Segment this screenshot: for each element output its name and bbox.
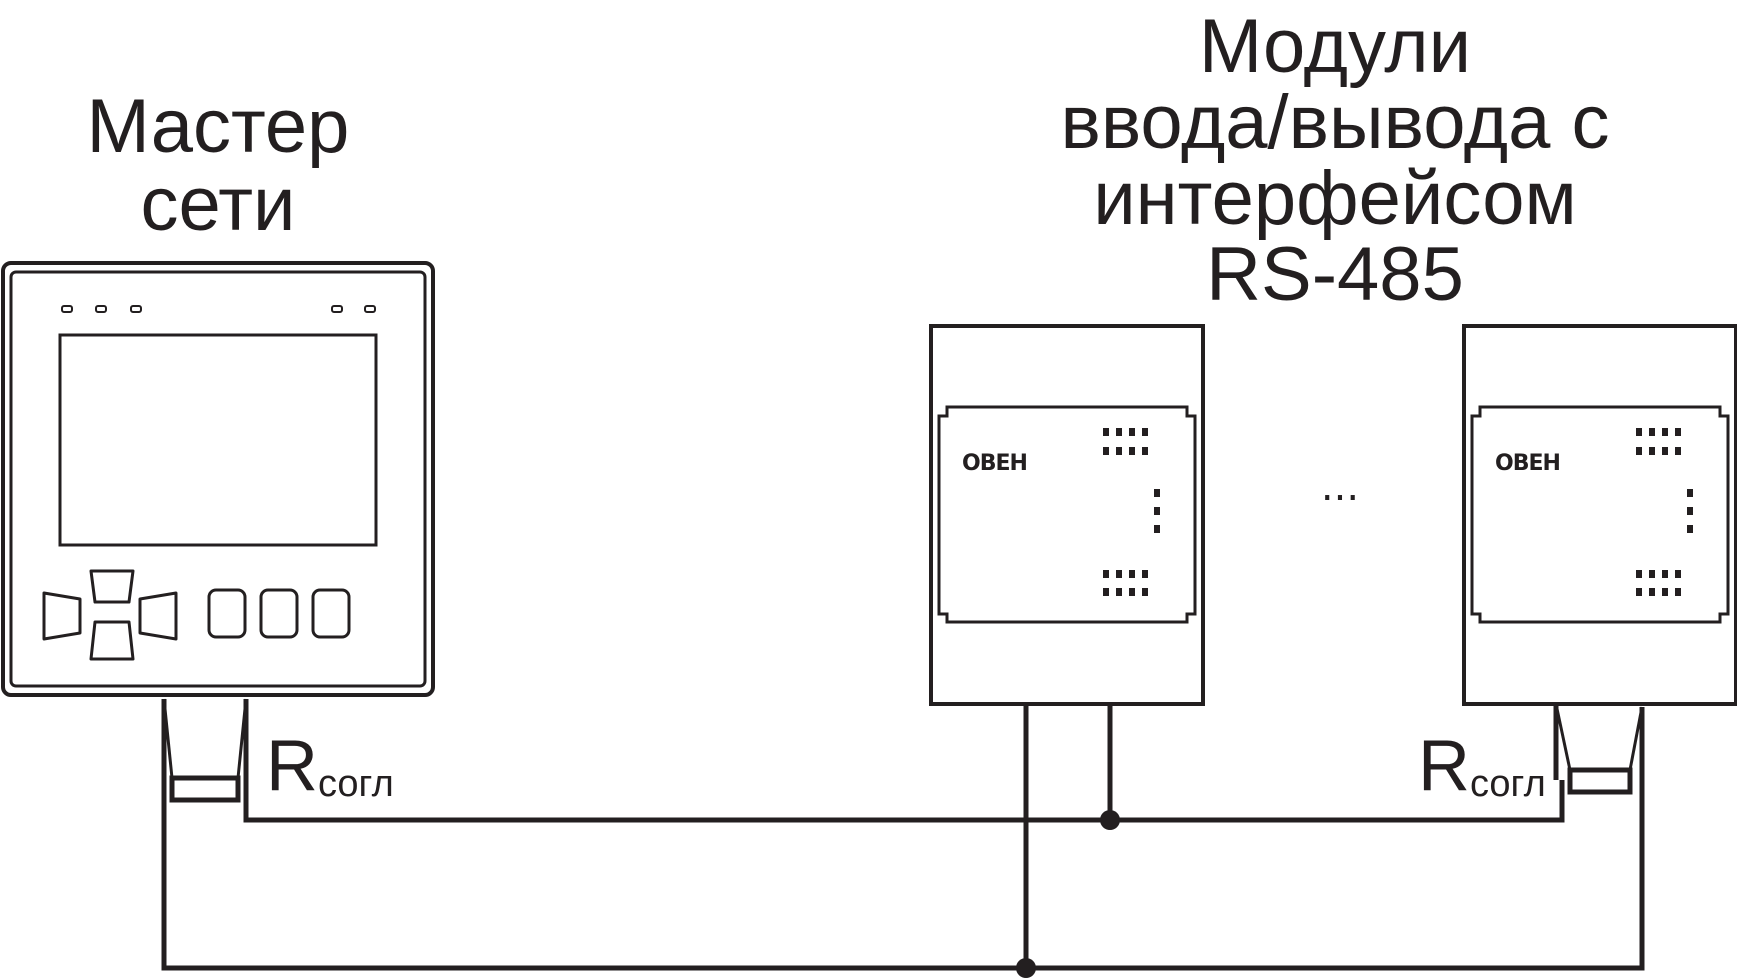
nav-up-key xyxy=(89,569,135,604)
led-indicator xyxy=(61,305,73,313)
master-title: Мастер сети xyxy=(87,84,350,247)
module-body xyxy=(929,324,1205,706)
modules-title-line3: интерфейсом xyxy=(1093,156,1577,241)
more-modules-ellipsis: ... xyxy=(1321,464,1359,510)
resistor-subscript: согл xyxy=(318,763,394,805)
led-group-top xyxy=(1636,428,1681,455)
oven-logo: ОВЕН xyxy=(1495,451,1560,476)
oven-logo: ОВЕН xyxy=(962,451,1027,476)
led-group-bottom xyxy=(1636,570,1681,596)
resistor-subscript: согл xyxy=(1470,763,1546,805)
modules-title: Модули ввода/вывода с интерфейсом RS-485 xyxy=(1060,4,1609,317)
function-key xyxy=(207,588,247,639)
nav-right-key xyxy=(138,591,178,641)
resistor-label-left: Rсогл xyxy=(266,726,394,806)
nav-down-key xyxy=(89,620,135,661)
resistor-symbol xyxy=(169,775,241,803)
master-title-line2: сети xyxy=(140,162,295,247)
module-front-panel xyxy=(937,405,1197,624)
led-indicator xyxy=(331,305,343,313)
junction-dot xyxy=(1016,958,1036,978)
nav-left-key xyxy=(42,591,82,641)
master-outer-frame xyxy=(1,261,435,697)
led-indicator xyxy=(130,305,142,313)
function-key xyxy=(311,588,351,639)
master-device xyxy=(1,261,435,697)
junction-dot xyxy=(1100,810,1120,830)
module-front-panel xyxy=(1470,405,1730,624)
master-screen xyxy=(58,333,378,547)
bus-line-a xyxy=(243,699,1565,823)
bus-line-b xyxy=(161,699,1645,971)
master-title-line1: Мастер xyxy=(87,84,350,169)
led-group-top xyxy=(1103,428,1148,455)
function-key xyxy=(259,588,299,639)
module-body xyxy=(1462,324,1737,706)
led-group-bottom xyxy=(1103,570,1148,596)
modules-title-line2: ввода/вывода с xyxy=(1060,80,1609,165)
resistor-letter: R xyxy=(266,726,318,806)
resistor-label-right: Rсогл xyxy=(1418,726,1546,806)
io-module-1: ОВЕН xyxy=(929,324,1205,706)
master-inner-frame xyxy=(9,270,427,688)
io-module-2: ОВЕН xyxy=(1462,324,1737,706)
modules-title-line1: Модули xyxy=(1199,4,1471,89)
led-indicator xyxy=(364,305,376,313)
led-indicator xyxy=(95,305,107,313)
led-group-middle xyxy=(1154,489,1160,533)
terminating-resistor-right xyxy=(1554,703,1644,795)
led-group-middle xyxy=(1687,489,1693,533)
terminating-resistor-left xyxy=(162,698,248,803)
resistor-letter: R xyxy=(1418,726,1470,806)
resistor-symbol xyxy=(1567,767,1633,795)
rs485-bus xyxy=(161,699,1645,971)
modules-title-line4: RS-485 xyxy=(1206,232,1464,317)
